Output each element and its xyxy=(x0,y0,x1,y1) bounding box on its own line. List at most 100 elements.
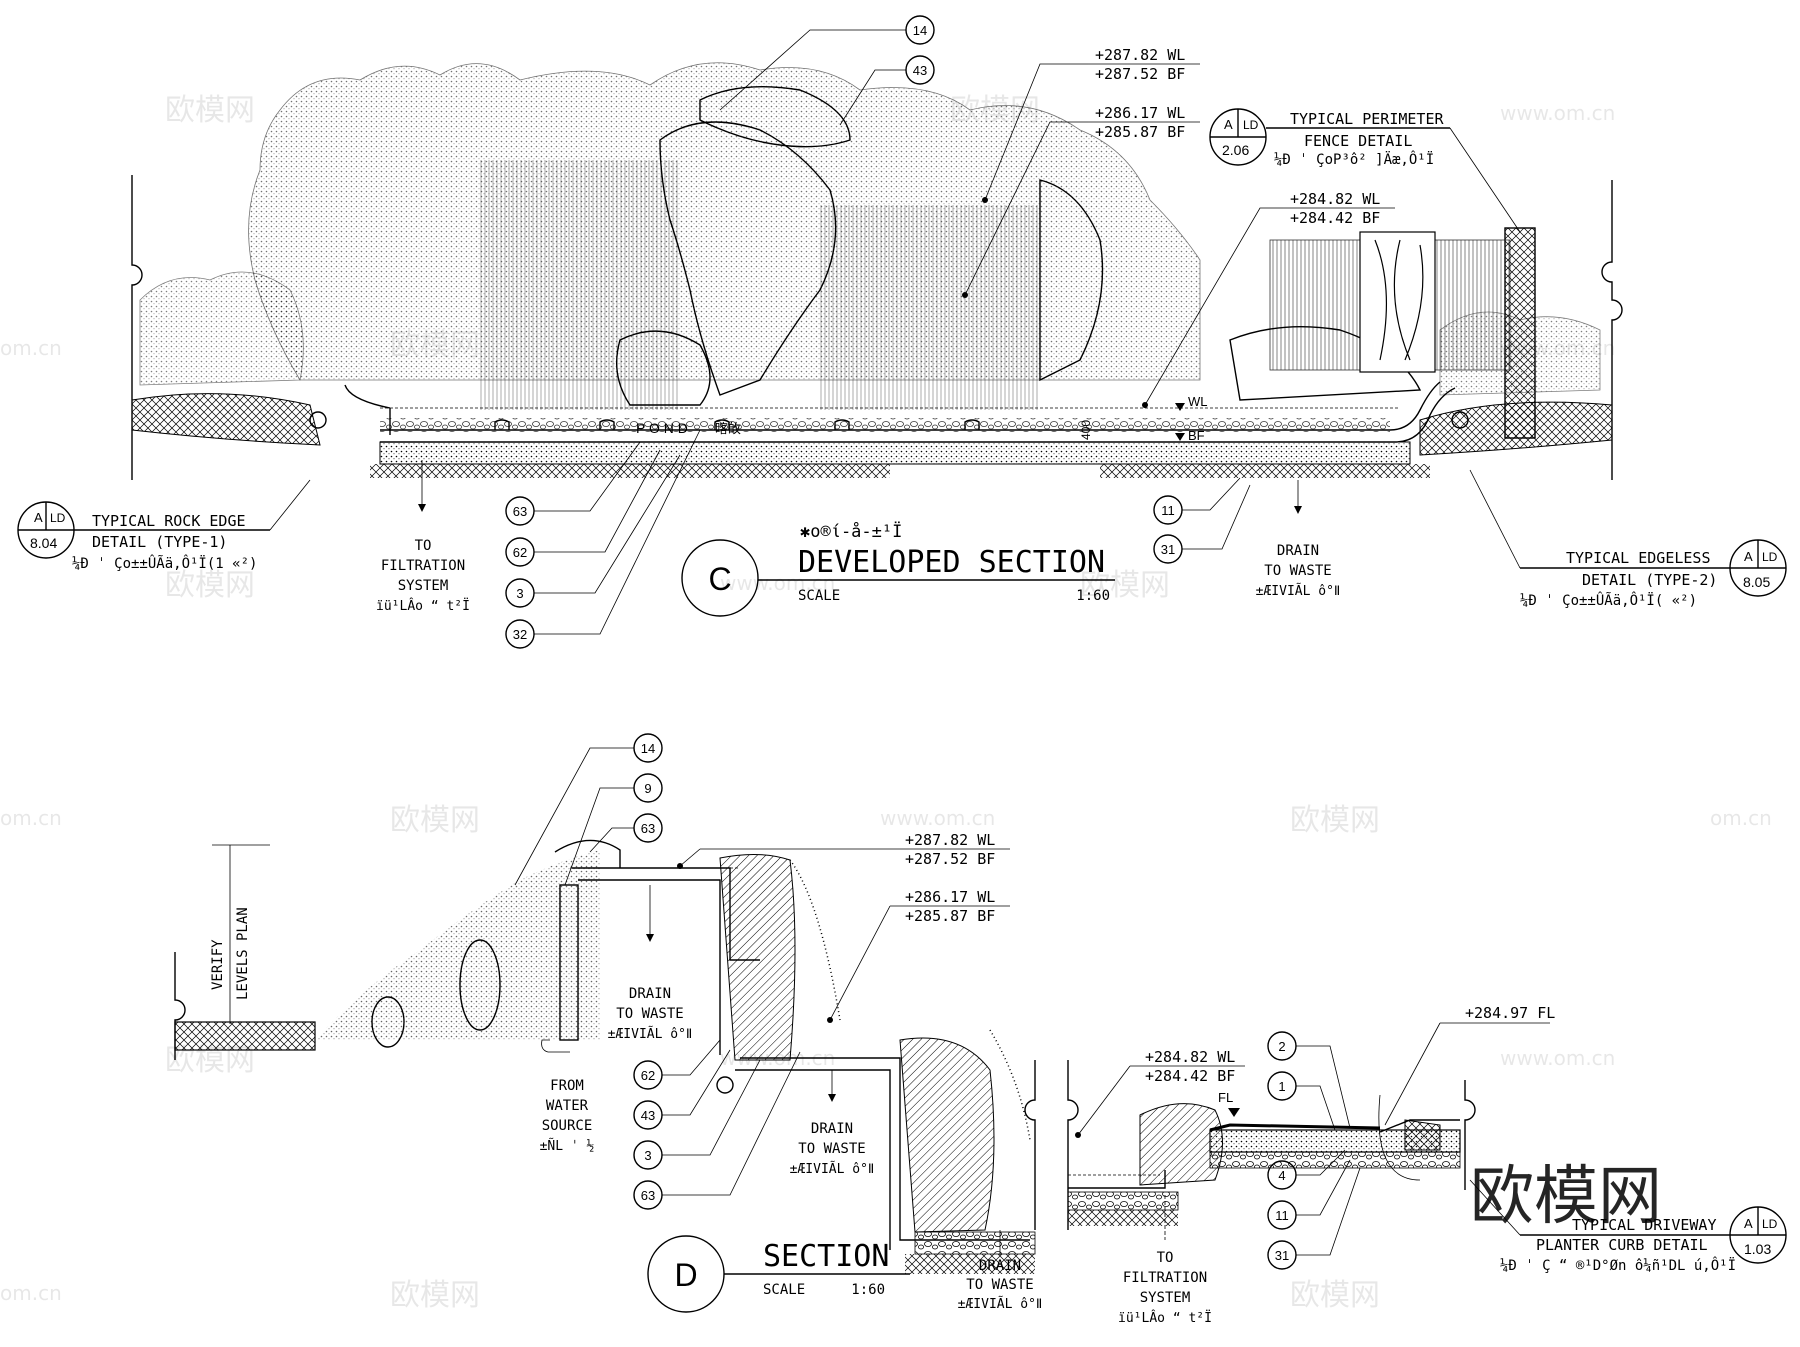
drain-note-c: DRAIN TO WASTE ±ÆIVIÃL ô°Ⅱ xyxy=(1256,480,1341,599)
callout-31-c: 31 xyxy=(1153,484,1251,564)
break-line-mid-d xyxy=(1024,1060,1079,1230)
level-wl: +287.82 WL xyxy=(1095,46,1185,64)
level-callout-d3: +284.82 WL +284.42 BF xyxy=(1075,1048,1245,1138)
wl-marker: WL xyxy=(1188,394,1208,409)
drain-note-d2: DRAIN TO WASTE ±ÆIVIÃL ô°Ⅱ xyxy=(790,1070,874,1177)
callout-31-d: 31 xyxy=(1267,1167,1361,1270)
detail-title-2: DETAIL (TYPE-1) xyxy=(92,533,227,551)
level-bf: +284.42 BF xyxy=(1290,209,1380,227)
break-line-left xyxy=(131,175,143,480)
fl-level: +284.97 FL xyxy=(1465,1004,1555,1022)
level-callout-1: +287.82 WL +287.52 BF xyxy=(982,46,1200,203)
level-bf: +287.52 BF xyxy=(1095,65,1185,83)
detail-title-1: TYPICAL ROCK EDGE xyxy=(92,512,246,530)
note-line: DRAIN xyxy=(1277,543,1319,559)
callout-63-c: 63 xyxy=(505,441,641,526)
note-line: LEVELS PLAN xyxy=(235,907,251,1000)
detail-title-3: ¼Ð ˈ Ço±±ÛÃä,Ô¹Ї(1 «²) xyxy=(72,554,257,572)
rock-formations xyxy=(615,85,1422,406)
wl-triangle xyxy=(1175,403,1185,411)
level-callout-3: +284.82 WL +284.42 BF xyxy=(1142,190,1395,408)
note-line: SOURCE xyxy=(542,1118,593,1134)
callout-9-d: 9 xyxy=(564,773,663,886)
note-line: FILTRATION xyxy=(381,558,465,574)
level-callout-fl: +284.97 FL FL xyxy=(1218,1004,1555,1126)
note-line: TO WASTE xyxy=(798,1141,865,1157)
watermark-site: www.om.cn xyxy=(1500,101,1615,125)
level-wl: +284.82 WL xyxy=(1290,190,1380,208)
waterfall-curtain-lower xyxy=(820,205,1040,410)
watermark-site: om.cn xyxy=(0,1281,62,1305)
detail-ld: LD xyxy=(1762,550,1778,564)
section-title: DEVELOPED SECTION xyxy=(798,545,1105,580)
watermark-logo: 欧模网 xyxy=(1470,1160,1662,1234)
detail-sheet: 8.05 xyxy=(1743,574,1770,590)
note-line: ±ÆIVIÃL ô°Ⅱ xyxy=(958,1296,1043,1312)
paving-block xyxy=(174,1021,316,1051)
watermark-text: 欧模网 xyxy=(165,93,255,128)
upper-pool xyxy=(554,839,841,1094)
callout-11-d: 11 xyxy=(1267,1159,1351,1230)
detail-ld: LD xyxy=(50,511,66,525)
watermark-site: om.cn xyxy=(1710,806,1772,830)
callout-43: 43 xyxy=(839,55,935,126)
ground-hatch-left xyxy=(131,393,321,446)
watermark-text: 欧模网 xyxy=(165,568,255,603)
level-bf: +287.52 BF xyxy=(905,850,995,868)
callout-2-d: 2 xyxy=(1267,1031,1351,1129)
pipe-section xyxy=(309,411,327,429)
callout-number: 14 xyxy=(913,23,927,38)
callout-number: 3 xyxy=(644,1148,651,1163)
callout-14: 14 xyxy=(719,15,935,111)
pond-cn-label: 喀敀 xyxy=(715,421,741,436)
level-callout-d2: +286.17 WL +285.87 BF xyxy=(827,888,1010,1023)
level-wl: +287.82 WL xyxy=(905,831,995,849)
watermark-text: 欧模网 xyxy=(1290,1278,1380,1313)
spray-nozzles xyxy=(494,419,980,430)
pond-basin xyxy=(309,381,1469,478)
scale-label: SCALE xyxy=(798,588,840,604)
callout-62-d: 62 xyxy=(633,1039,721,1090)
level-wl: +286.17 WL xyxy=(905,888,995,906)
callout-number: 2 xyxy=(1278,1039,1285,1054)
callout-number: 43 xyxy=(641,1108,655,1123)
detail-sheet: 8.04 xyxy=(30,535,57,551)
note-line: SYSTEM xyxy=(1140,1290,1191,1306)
callout-number: 43 xyxy=(913,63,927,78)
detail-title-3: ¼Ð ˈ Ço±±ÛÃä,Ô¹Ї( «²) xyxy=(1520,591,1697,609)
pipe-section xyxy=(1451,411,1469,429)
callout-number: 32 xyxy=(513,627,527,642)
section-title: SECTION xyxy=(763,1239,889,1274)
level-callout-2: +286.17 WL +285.87 BF xyxy=(962,104,1200,298)
detail-letter: A xyxy=(1744,1216,1753,1231)
watermark-site: om.cn xyxy=(0,806,62,830)
depth-dimension: 400 xyxy=(1079,420,1093,440)
level-bf: +285.87 BF xyxy=(905,907,995,925)
callout-number: 4 xyxy=(1278,1168,1285,1183)
perimeter-fence xyxy=(1269,227,1536,439)
callout-63-d-top: 63 xyxy=(589,813,663,853)
note-line: TO WASTE xyxy=(1264,563,1331,579)
callout-number: 63 xyxy=(513,504,527,519)
filtration-note-d: TO FILTRATION SYSTEM ïü¹LÂo “ t²Ї xyxy=(1118,1195,1212,1326)
detail-sheet: 1.03 xyxy=(1744,1241,1771,1257)
lower-pool xyxy=(1067,1103,1223,1226)
watermark-text: 欧模网 xyxy=(390,1278,480,1313)
break-line-right xyxy=(1601,180,1623,480)
detail-title-2: PLANTER CURB DETAIL xyxy=(1536,1236,1708,1254)
watermark-text: 欧模网 xyxy=(390,803,480,838)
callout-4-d: 4 xyxy=(1267,1149,1346,1190)
callout-14-d: 14 xyxy=(514,733,663,886)
level-callout-d1: +287.82 WL +287.52 BF xyxy=(677,831,1010,869)
callout-32-c: 32 xyxy=(505,429,701,649)
bf-triangle xyxy=(1175,433,1185,441)
detail-title-1: TYPICAL PERIMETER xyxy=(1290,110,1444,128)
slope-planting xyxy=(315,850,600,1040)
note-line: SYSTEM xyxy=(398,578,449,594)
note-line: ±ÑL ˈ ½ xyxy=(540,1138,595,1154)
callout-number: 63 xyxy=(641,821,655,836)
note-line: ±ÆIVIÃL ô°Ⅱ xyxy=(1256,583,1341,599)
note-line: FROM xyxy=(550,1078,584,1094)
callout-number: 62 xyxy=(641,1068,655,1083)
shrub-masses xyxy=(371,939,501,1048)
